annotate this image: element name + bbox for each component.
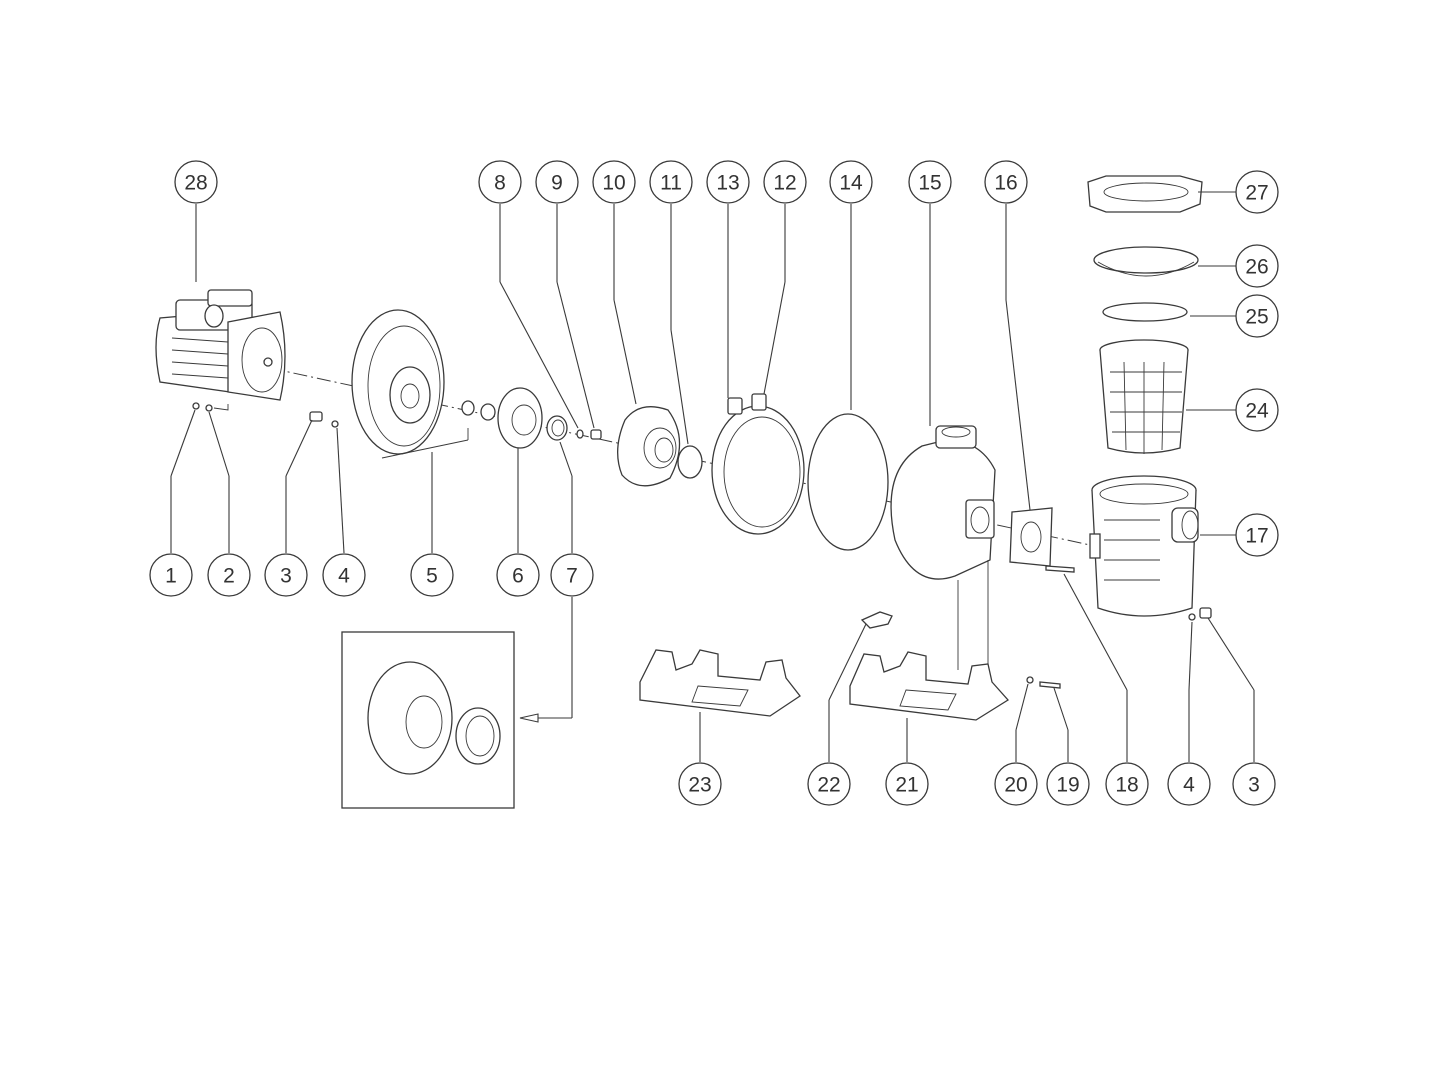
svg-text:17: 17: [1245, 525, 1268, 548]
part-base-stand-right: [849, 651, 1009, 721]
part-diffuser-o-ring: [677, 445, 703, 479]
svg-text:3: 3: [1248, 774, 1260, 797]
callout-22: 22: [807, 762, 851, 806]
svg-text:2: 2: [223, 565, 235, 588]
callout-25: 25: [1235, 294, 1279, 338]
svg-text:22: 22: [817, 774, 840, 797]
svg-text:8: 8: [494, 172, 506, 195]
callout-26: 26: [1235, 244, 1279, 288]
callout-12: 12: [763, 160, 807, 204]
part-base-screw: [1026, 676, 1061, 689]
callout-3-right: 3: [1232, 762, 1276, 806]
part-diffuser: [617, 406, 681, 487]
part-strainer-lid: [1093, 246, 1199, 277]
svg-text:15: 15: [918, 172, 941, 195]
part-strainer-basket: [1099, 339, 1189, 454]
callout-5: 5: [410, 553, 454, 597]
callout-23: 23: [678, 762, 722, 806]
svg-text:10: 10: [602, 172, 625, 195]
part-impeller-screw: [576, 429, 602, 440]
svg-text:19: 19: [1056, 774, 1079, 797]
part-impeller: [497, 387, 543, 449]
part-seal-plate: [351, 309, 469, 459]
part-drain-plug-left: [309, 411, 339, 428]
callout-19: 19: [1046, 762, 1090, 806]
callout-13: 13: [706, 160, 750, 204]
svg-text:23: 23: [688, 774, 711, 797]
svg-text:26: 26: [1245, 256, 1268, 279]
part-clamp-ring: [711, 393, 805, 535]
part-drain-plug-right: [1188, 607, 1212, 621]
svg-text:7: 7: [566, 565, 578, 588]
callout-21: 21: [885, 762, 929, 806]
svg-text:6: 6: [512, 565, 524, 588]
callout-2: 2: [207, 553, 251, 597]
svg-text:24: 24: [1245, 400, 1269, 423]
svg-text:4: 4: [1183, 774, 1195, 797]
callout-28: 28: [174, 160, 218, 204]
svg-text:25: 25: [1245, 306, 1268, 329]
leader-lines: [170, 191, 1255, 762]
callout-11: 11: [649, 160, 693, 204]
callout-9: 9: [535, 160, 579, 204]
callout-15: 15: [908, 160, 952, 204]
part-base-stand-left: [639, 649, 801, 717]
part-base-clip: [860, 611, 893, 629]
callout-20: 20: [994, 762, 1038, 806]
callout-27: 27: [1235, 170, 1279, 214]
svg-text:11: 11: [660, 172, 682, 195]
callout-6: 6: [496, 553, 540, 597]
svg-text:13: 13: [716, 172, 739, 195]
part-union-gasket: [1009, 507, 1053, 567]
svg-text:20: 20: [1004, 774, 1027, 797]
part-wear-ring: [546, 415, 568, 441]
callout-4-right: 4: [1167, 762, 1211, 806]
svg-text:16: 16: [994, 172, 1017, 195]
part-lid-o-ring: [1102, 302, 1188, 322]
svg-text:1: 1: [165, 565, 177, 588]
callout-7: 7: [550, 553, 594, 597]
callout-4: 4: [322, 553, 366, 597]
callout-17: 17: [1235, 513, 1279, 557]
svg-text:18: 18: [1115, 774, 1138, 797]
callout-1: 1: [149, 553, 193, 597]
callout-18: 18: [1105, 762, 1149, 806]
callout-8: 8: [478, 160, 522, 204]
svg-text:9: 9: [551, 172, 563, 195]
svg-text:21: 21: [895, 774, 918, 797]
part-motor: [155, 289, 286, 401]
inset-impeller-detail: [341, 631, 515, 809]
callout-16: 16: [984, 160, 1028, 204]
part-mechanical-seal: [461, 400, 496, 421]
callout-24: 24: [1235, 388, 1279, 432]
svg-text:4: 4: [338, 565, 350, 588]
svg-text:5: 5: [426, 565, 438, 588]
svg-text:28: 28: [184, 172, 207, 195]
svg-text:3: 3: [280, 565, 292, 588]
part-locking-ring: [1087, 175, 1203, 213]
svg-text:12: 12: [773, 172, 796, 195]
part-pump-housing: [890, 425, 996, 670]
svg-text:14: 14: [839, 172, 863, 195]
part-strainer-housing: [1089, 475, 1199, 617]
callout-14: 14: [829, 160, 873, 204]
part-screw-washer: [192, 402, 229, 412]
callout-3: 3: [264, 553, 308, 597]
part-housing-o-ring: [807, 413, 889, 551]
svg-text:27: 27: [1245, 182, 1268, 205]
callout-10: 10: [592, 160, 636, 204]
part-bolt: [1045, 565, 1075, 573]
